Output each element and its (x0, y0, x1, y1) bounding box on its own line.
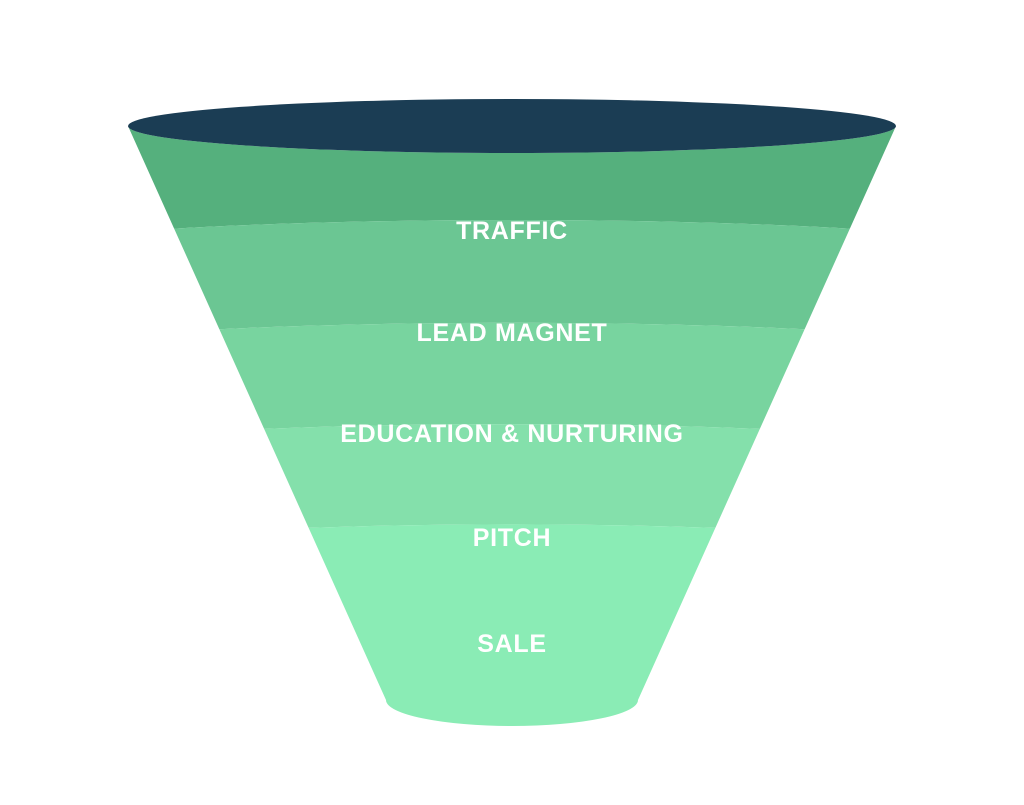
funnel-band-lead-magnet (128, 220, 896, 362)
funnel-band-education (128, 322, 896, 466)
funnel-band-sale (128, 524, 896, 726)
funnel-rim-ellipse (128, 99, 896, 153)
funnel-band-traffic (128, 126, 896, 258)
